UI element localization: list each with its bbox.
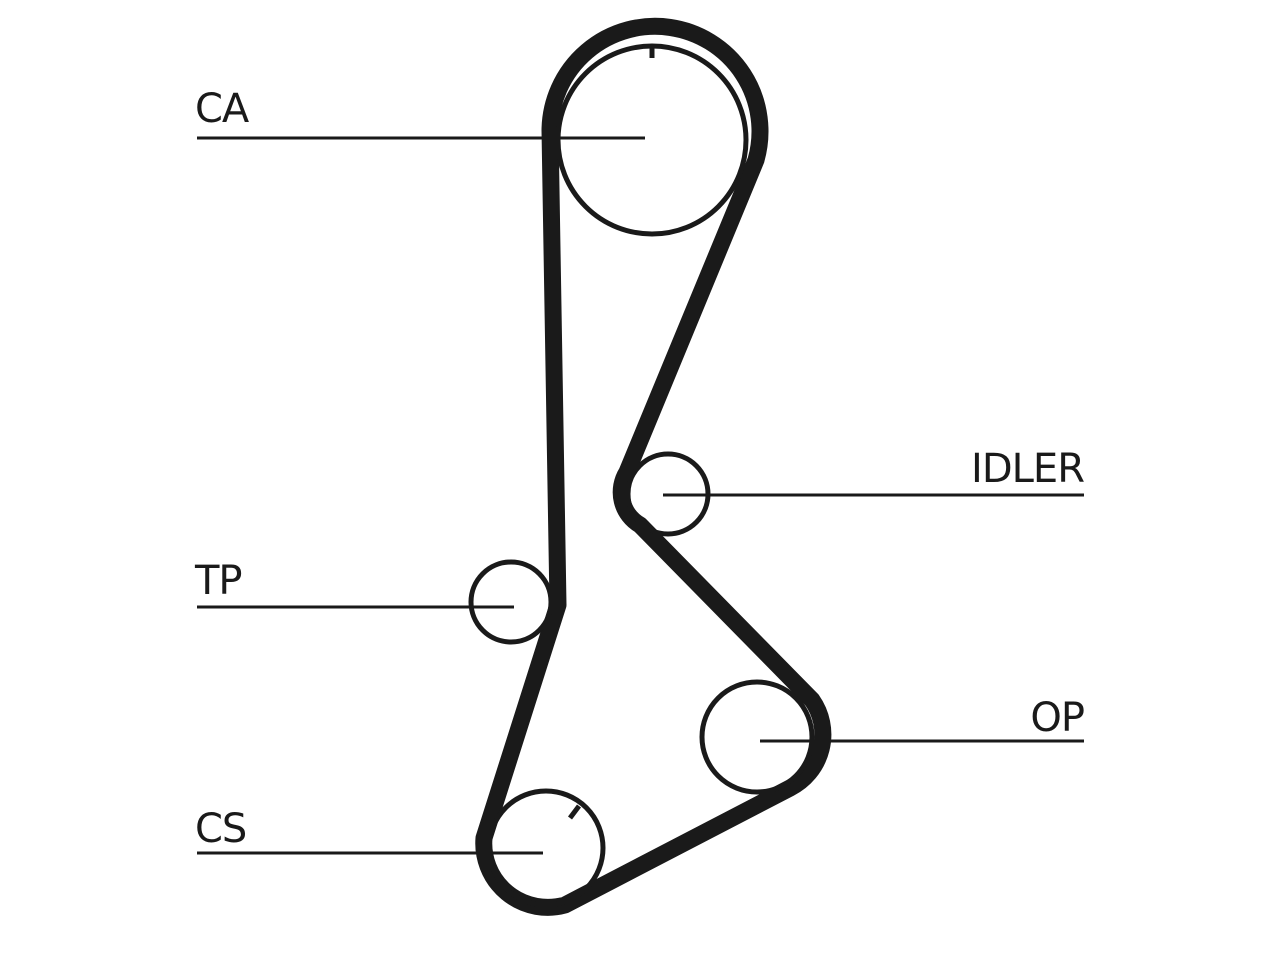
op-label: OP <box>1030 695 1084 741</box>
idler-label: IDLER <box>971 446 1084 492</box>
tensioner-pulley <box>468 559 554 645</box>
crankshaft-timing-mark <box>568 804 581 820</box>
crankshaft-pulley <box>486 788 606 908</box>
oil-pump-pulley <box>699 679 815 795</box>
cs-label: CS <box>195 806 246 852</box>
ca-label: CA <box>195 86 250 132</box>
tp-label: TP <box>194 558 242 604</box>
camshaft-pulley <box>555 43 749 237</box>
timing-belt <box>475 17 832 916</box>
